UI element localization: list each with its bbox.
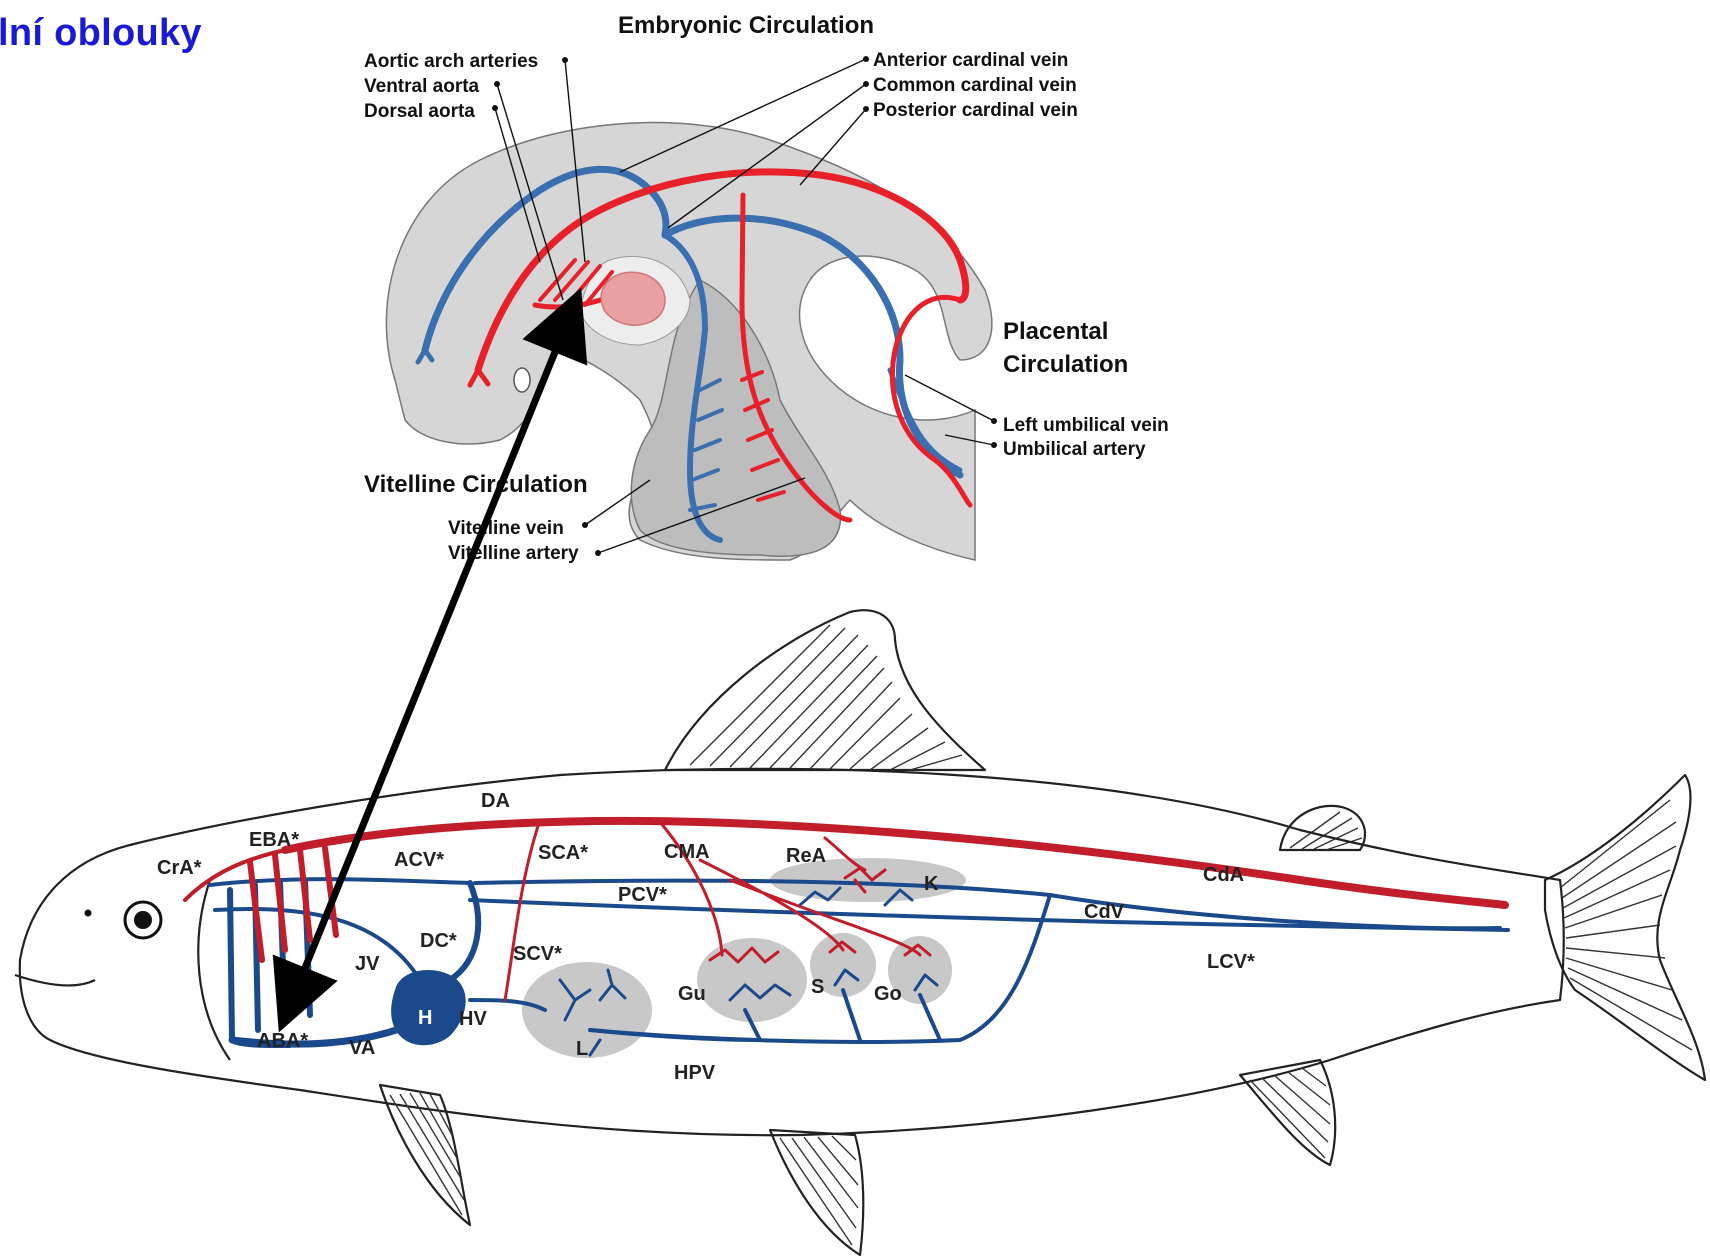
fish-nostril	[85, 910, 92, 917]
label-CrA: CrA*	[157, 857, 202, 879]
label-ACV: ACV*	[394, 849, 444, 871]
fish-pupil	[134, 911, 152, 929]
label-ReA: ReA	[786, 845, 826, 867]
fish-dorsal-fin-rays	[690, 625, 962, 770]
embryonic-circulation-title: Embryonic Circulation	[618, 12, 874, 39]
label-CdV: CdV	[1084, 901, 1125, 923]
subclavian-artery	[505, 820, 540, 1000]
fish-pelvic-fin-rays	[780, 1136, 858, 1245]
fish-tail-rays	[1560, 800, 1692, 1050]
fish-mouth	[15, 975, 95, 985]
fish-diagram: DA EBA* CrA* ACV* SCA* CMA ReA K PCV* Cd…	[15, 610, 1705, 1255]
label-SCA: SCA*	[538, 842, 588, 864]
fish-gill-cover	[198, 880, 230, 1060]
label-LCV: LCV*	[1207, 951, 1255, 973]
embryo-diagram: Embryonic Circulation Aortic arch arteri…	[364, 12, 1169, 564]
embryo-eye	[514, 368, 530, 392]
placental-circulation-title-line2: Circulation	[1003, 351, 1128, 378]
label-ABA: ABA*	[257, 1030, 308, 1052]
label-vitelline-vein: Vitelline vein	[448, 518, 564, 539]
label-PCV: PCV*	[618, 884, 667, 906]
fish-pectoral-fin	[380, 1085, 470, 1225]
label-dorsal-aorta: Dorsal aorta	[364, 101, 475, 122]
label-JV: JV	[355, 953, 380, 975]
label-CdA: CdA	[1203, 864, 1244, 886]
label-SCV: SCV*	[513, 943, 562, 965]
vitelline-circulation-title: Vitelline Circulation	[364, 471, 588, 498]
afferent-branchial-arteries	[230, 880, 310, 1045]
placental-circulation-title-line1: Placental	[1003, 318, 1108, 345]
label-HPV: HPV	[674, 1062, 716, 1084]
label-K: K	[924, 873, 939, 895]
label-CMA: CMA	[664, 841, 710, 863]
label-L: L	[576, 1038, 588, 1060]
fish-tail	[1545, 775, 1705, 1080]
label-ventral-aorta: Ventral aorta	[364, 76, 480, 97]
label-Gu: Gu	[678, 983, 706, 1005]
label-HV: HV	[459, 1008, 487, 1030]
label-anterior-cardinal-vein: Anterior cardinal vein	[873, 50, 1068, 71]
gut-organ	[697, 938, 807, 1022]
label-EBA: EBA*	[249, 829, 299, 851]
label-Go: Go	[874, 983, 902, 1005]
label-aortic-arch-arteries: Aortic arch arteries	[364, 51, 538, 72]
label-S: S	[811, 976, 824, 998]
fish-anal-fin-rays	[1250, 1068, 1330, 1158]
label-left-umbilical-vein: Left umbilical vein	[1003, 415, 1169, 436]
label-VA: VA	[349, 1037, 375, 1059]
label-DA: DA	[481, 790, 510, 812]
label-posterior-cardinal-vein: Posterior cardinal vein	[873, 100, 1078, 121]
label-DC: DC*	[420, 930, 457, 952]
fish-anal-fin	[1240, 1060, 1335, 1165]
label-H: H	[418, 1007, 432, 1029]
label-common-cardinal-vein: Common cardinal vein	[873, 75, 1077, 96]
label-umbilical-artery: Umbilical artery	[1003, 439, 1146, 460]
embryo-heart	[601, 272, 665, 325]
efferent-branchial-arteries	[250, 848, 336, 960]
